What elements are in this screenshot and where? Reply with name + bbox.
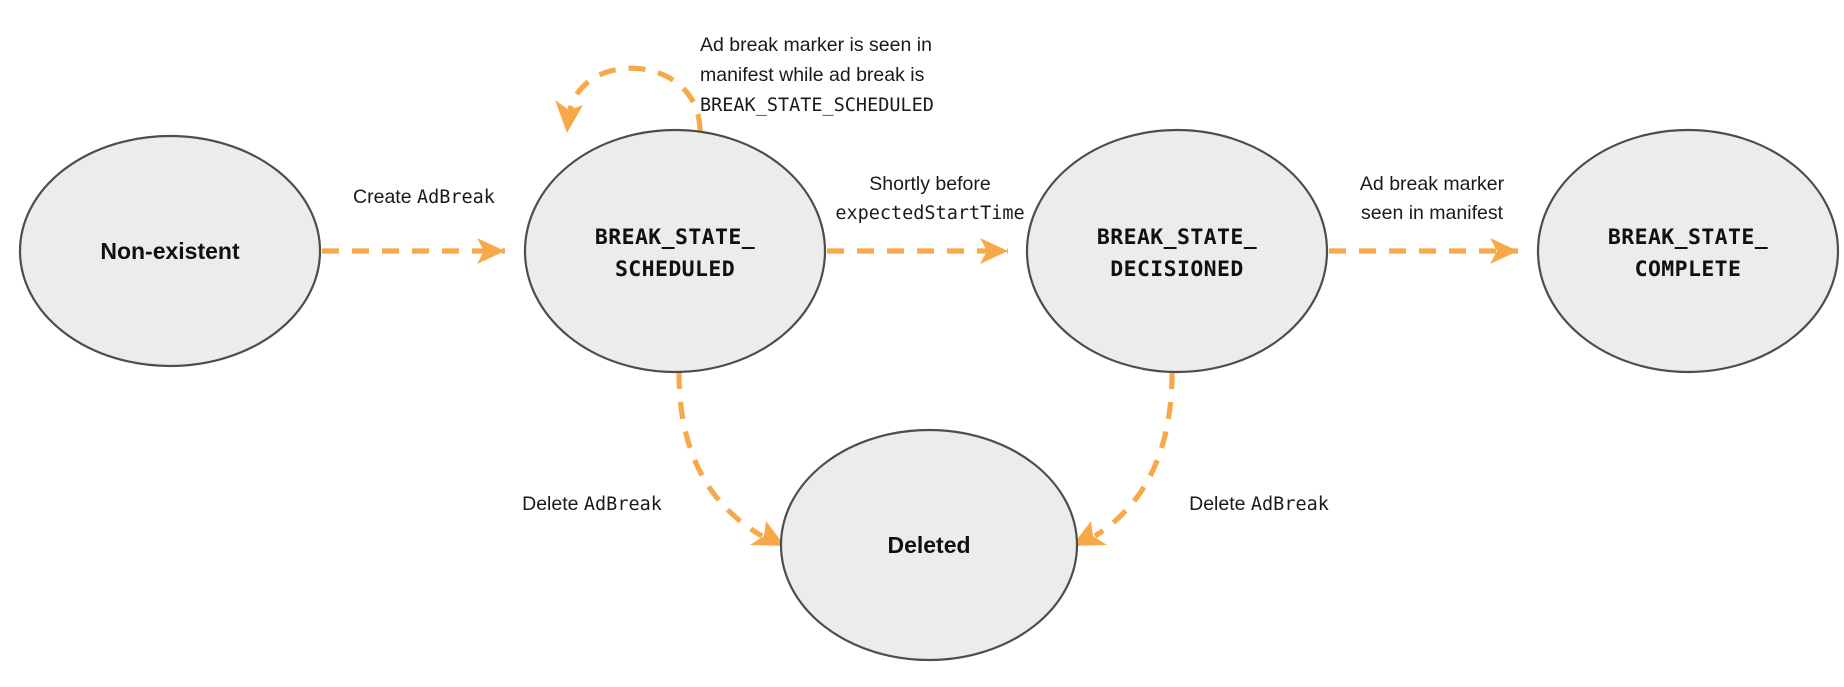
- node-shape-break-state-complete: [1536, 128, 1840, 374]
- edge-delete-from-scheduled: [676, 371, 785, 546]
- edge-label-shortly-before-line1: Shortly before: [869, 173, 990, 195]
- node-label-break-state-decisioned-line2: DECISIONED: [1110, 257, 1243, 282]
- node-label-break-state-complete-line1: BREAK_STATE_: [1608, 225, 1768, 250]
- edge-label-shortly-before: Shortly before expectedStartTime: [835, 173, 1024, 224]
- edge-label-scheduled-self-loop-line2: manifest while ad break is: [700, 64, 925, 86]
- node-shape-non-existent: [18, 134, 322, 368]
- node-label-break-state-decisioned-line1: BREAK_STATE_: [1097, 225, 1257, 250]
- edge-label-delete-from-scheduled-entity: AdBreak: [584, 494, 662, 515]
- edge-label-create-adbreak: Create AdBreak: [353, 186, 495, 208]
- edge-path-delete-from-scheduled: [676, 371, 764, 539]
- node-label-non-existent: Non-existent: [100, 238, 240, 264]
- edge-label-scheduled-self-loop-line1: Ad break marker is seen in: [700, 34, 932, 56]
- edge-label-delete-from-scheduled: Delete AdBreak: [522, 493, 662, 515]
- edge-delete-from-decisioned: [1072, 371, 1175, 546]
- node-label-break-state-scheduled-line2: SCHEDULED: [615, 257, 735, 282]
- arrowhead-delete-from-scheduled: [750, 521, 785, 546]
- arrowhead-scheduled-self-loop: [555, 100, 583, 133]
- node-label-break-state-scheduled-line1: BREAK_STATE_: [595, 225, 755, 250]
- arrowhead-create-adbreak: [477, 238, 505, 264]
- svg-text:Create AdBreak: Create AdBreak: [353, 186, 495, 208]
- state-node-break-state-decisioned[interactable]: BREAK_STATE_ DECISIONED: [1025, 128, 1329, 374]
- edge-label-delete-from-decisioned-entity: AdBreak: [1251, 494, 1329, 515]
- edge-path-scheduled-self-loop: [567, 65, 703, 132]
- edge-scheduled-self-loop: [555, 65, 703, 133]
- edge-marker-seen: [1329, 238, 1518, 264]
- edge-label-create-adbreak-verb: Create: [353, 186, 417, 208]
- edge-label-marker-seen: Ad break marker seen in manifest: [1360, 173, 1505, 224]
- node-label-deleted: Deleted: [887, 532, 970, 558]
- state-node-break-state-complete[interactable]: BREAK_STATE_ COMPLETE: [1536, 128, 1840, 374]
- node-label-break-state-complete-line2: COMPLETE: [1635, 257, 1742, 282]
- state-node-break-state-scheduled[interactable]: BREAK_STATE_ SCHEDULED: [523, 128, 827, 374]
- arrowhead-marker-seen: [1490, 238, 1518, 264]
- state-node-deleted[interactable]: Deleted: [779, 428, 1079, 662]
- arrowhead-shortly-before: [980, 238, 1008, 264]
- edge-label-marker-seen-line1: Ad break marker: [1360, 173, 1505, 195]
- arrowhead-delete-from-decisioned: [1072, 521, 1107, 546]
- state-node-non-existent[interactable]: Non-existent: [18, 134, 322, 368]
- edge-label-delete-from-decisioned-verb: Delete: [1189, 493, 1251, 515]
- edge-label-delete-from-decisioned: Delete AdBreak: [1189, 493, 1329, 515]
- node-shape-deleted: [779, 428, 1079, 662]
- edge-label-delete-from-scheduled-verb: Delete: [522, 493, 584, 515]
- svg-text:Delete AdBreak: Delete AdBreak: [1189, 493, 1329, 515]
- edge-label-scheduled-self-loop-line3: BREAK_STATE_SCHEDULED: [700, 95, 934, 116]
- node-shape-break-state-scheduled: [523, 128, 827, 374]
- edge-shortly-before: [827, 238, 1008, 264]
- svg-text:Delete AdBreak: Delete AdBreak: [522, 493, 662, 515]
- edge-create-adbreak: [322, 238, 505, 264]
- edge-label-marker-seen-line2: seen in manifest: [1361, 202, 1504, 224]
- edge-label-scheduled-self-loop: Ad break marker is seen in manifest whil…: [700, 34, 934, 116]
- edge-label-shortly-before-line2: expectedStartTime: [835, 203, 1024, 224]
- edge-label-create-adbreak-entity: AdBreak: [417, 187, 495, 208]
- edge-path-delete-from-decisioned: [1093, 371, 1175, 539]
- node-shape-break-state-decisioned: [1025, 128, 1329, 374]
